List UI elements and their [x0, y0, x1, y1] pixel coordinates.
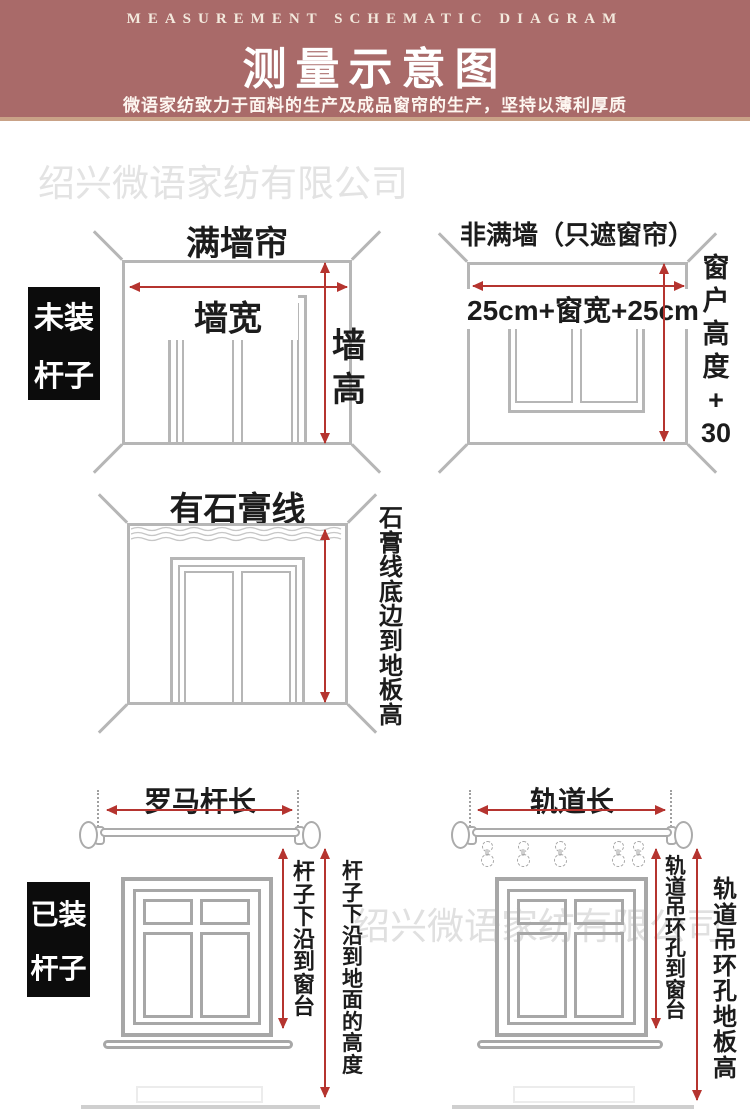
- wall-corner-diagonal: [346, 493, 378, 524]
- rod-end-dotted-line: [97, 790, 99, 827]
- track-to-floor-arrow: [692, 848, 702, 1101]
- rod-to-sill-arrow: [278, 848, 288, 1029]
- hanger-bobbin: [521, 849, 525, 856]
- diagram-title-full-wall: 满墙帘: [186, 225, 288, 263]
- diagram-title-track: 轨道长: [529, 786, 614, 817]
- window-width-arrow: [472, 281, 685, 291]
- window-frame-inner: [133, 889, 261, 1025]
- wall-corner-diagonal: [92, 230, 124, 261]
- plaster-height-label: 石膏线底边到地板高: [379, 505, 403, 729]
- diagram-title-window-only: 非满墙（只遮窗帘）: [459, 220, 694, 250]
- window-frame-outer: [495, 877, 648, 1037]
- baseboard-step: [136, 1086, 263, 1103]
- hanger-ring-bottom: [481, 854, 494, 867]
- rod-length-arrow: [106, 805, 293, 815]
- plaster-height-arrow: [320, 529, 330, 703]
- track-length-arrow: [477, 805, 666, 815]
- rod-end-dotted-line: [469, 790, 471, 827]
- floor-line: [81, 1105, 320, 1109]
- badge-line: 已装: [30, 898, 87, 930]
- wall-corner-diagonal: [97, 493, 129, 524]
- diagram-title-roman-rod: 罗马杆长: [143, 786, 256, 817]
- window-height-label: 窗户高度+30: [700, 253, 732, 448]
- wall-height-arrow: [320, 262, 330, 444]
- hanger-ring-bottom: [554, 854, 567, 867]
- window-pane: [143, 899, 193, 925]
- header-subtitle: 微语家纺致力于面料的生产及成品窗帘的生产，坚持以薄利厚质: [123, 96, 627, 115]
- window-pane: [574, 932, 624, 1018]
- window-pane: [517, 932, 567, 1018]
- section-badge-rod-installed: 已装 杆子: [27, 882, 90, 997]
- window-pane: [143, 932, 193, 1018]
- hanger-ring-bottom: [517, 854, 530, 867]
- badge-line: 杆子: [34, 359, 94, 393]
- watermark-text: 绍兴微语家纺有限公司: [353, 906, 723, 947]
- rod-to-floor-label: 杆子下沿到地面的高度: [342, 860, 363, 1077]
- wall-width-arrow: [129, 282, 348, 292]
- rod-finial-knob: [451, 821, 470, 849]
- track-to-sill-arrow: [651, 848, 661, 1029]
- badge-line: 未装: [34, 301, 94, 335]
- window-pane: [517, 899, 567, 925]
- wall-width-label: 墙宽: [158, 291, 298, 340]
- window-width-label: 25cm+窗宽+25cm: [467, 289, 699, 329]
- hanger-ring-bottom: [612, 854, 625, 867]
- diagram-title-plaster: 有石膏线: [169, 491, 306, 529]
- header-accent-line: [0, 117, 750, 121]
- track-hanger-ring: [480, 841, 494, 867]
- track-hanger-ring: [611, 841, 625, 867]
- rod-finial-knob: [302, 821, 321, 849]
- track-hanger-ring: [631, 841, 645, 867]
- curtain-rod-bar: [100, 828, 300, 837]
- page-title: 测量示意图: [242, 45, 508, 94]
- hanger-ring-bottom: [632, 854, 645, 867]
- rod-finial-knob: [79, 821, 98, 849]
- track-to-floor-label: 轨道吊环孔地板高: [713, 876, 737, 1082]
- window-door-panel: [241, 571, 291, 705]
- hanger-bobbin: [616, 849, 620, 856]
- window-frame-inner: [507, 889, 636, 1025]
- rod-end-dotted-line: [297, 790, 299, 827]
- watermark-text: 绍兴微语家纺有限公司: [38, 163, 408, 204]
- window-frame-outer: [121, 877, 273, 1037]
- rod-end-dotted-line: [670, 790, 672, 827]
- window-pane: [200, 899, 250, 925]
- window-sill: [103, 1040, 293, 1049]
- window-sill: [477, 1040, 663, 1049]
- header-banner: MEASUREMENT SCHEMATIC DIAGRAM 测量示意图 微语家纺…: [0, 0, 750, 117]
- window-frame-inner: [178, 565, 297, 705]
- hanger-bobbin: [558, 849, 562, 856]
- floor-line: [452, 1105, 694, 1109]
- track-hanger-ring: [516, 841, 530, 867]
- wall-outline: [467, 262, 688, 445]
- wall-corner-diagonal: [97, 703, 129, 734]
- hanger-bobbin: [636, 849, 640, 856]
- baseboard-step: [513, 1086, 635, 1103]
- plaster-cornice-wavy-lines: [131, 526, 342, 542]
- window-pane: [574, 899, 624, 925]
- rod-to-sill-label: 杆子下沿到窗台: [292, 859, 315, 1019]
- badge-line: 杆子: [30, 952, 87, 984]
- hanger-bobbin: [485, 849, 489, 856]
- wall-corner-diagonal: [350, 230, 382, 261]
- window-height-arrow: [659, 263, 669, 442]
- section-badge-rod-not-installed: 未装 杆子: [28, 287, 100, 400]
- track-to-sill-label: 轨道吊环孔到窗台: [665, 855, 686, 1023]
- wall-corner-diagonal: [437, 443, 469, 474]
- header-eyebrow: MEASUREMENT SCHEMATIC DIAGRAM: [126, 11, 624, 27]
- rod-finial-knob: [674, 821, 693, 849]
- wall-height-label: 墙高: [332, 327, 366, 409]
- wall-corner-diagonal: [346, 703, 378, 734]
- window-door-panel: [184, 571, 234, 705]
- track-hanger-ring: [553, 841, 567, 867]
- curtain-track-bar: [472, 828, 672, 837]
- wall-corner-diagonal: [350, 443, 382, 474]
- wall-corner-diagonal: [92, 443, 124, 474]
- window-pane: [200, 932, 250, 1018]
- rod-to-floor-arrow: [320, 848, 330, 1098]
